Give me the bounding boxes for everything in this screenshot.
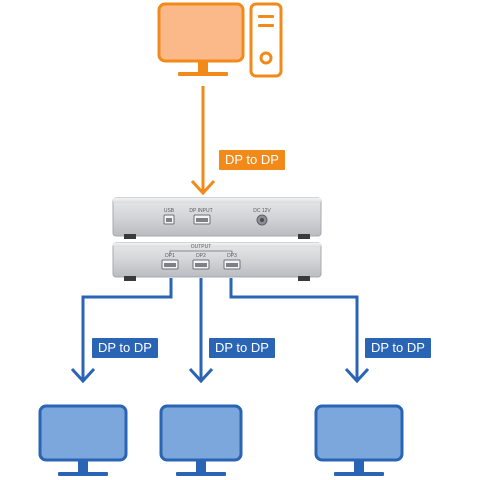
output-group-label: OUTPUT xyxy=(191,244,212,250)
dp1-port-label: DP1 xyxy=(165,253,175,259)
monitor-icon xyxy=(159,404,243,476)
input-connection-label: DP to DP xyxy=(219,150,285,170)
monitor-icon xyxy=(38,404,128,476)
device-input-unit: USB DP INPUT DC 12V xyxy=(112,197,322,239)
monitor-icon xyxy=(314,404,404,476)
output-arrow-2 xyxy=(188,278,214,384)
input-arrow xyxy=(190,86,216,196)
desktop-computer-icon xyxy=(157,2,283,78)
dp-splitter-device: USB DP INPUT DC 12V OUTPUT DP1 DP2 DP3 xyxy=(112,197,322,281)
dp3-port-label: DP3 xyxy=(227,253,237,259)
output-connection-label-2: DP to DP xyxy=(209,338,275,358)
dp2-port-label: DP2 xyxy=(196,253,206,259)
output-arrow-3 xyxy=(229,278,370,384)
dc-power-label: DC 12V xyxy=(253,208,271,214)
output-connection-label-1: DP to DP xyxy=(92,338,158,358)
device-output-unit: OUTPUT DP1 DP2 DP3 xyxy=(112,242,322,281)
dp-input-label: DP INPUT xyxy=(189,208,212,214)
output-arrow-1 xyxy=(70,278,173,384)
usb-port-label: USB xyxy=(164,208,175,214)
output-connection-label-3: DP to DP xyxy=(365,338,431,358)
